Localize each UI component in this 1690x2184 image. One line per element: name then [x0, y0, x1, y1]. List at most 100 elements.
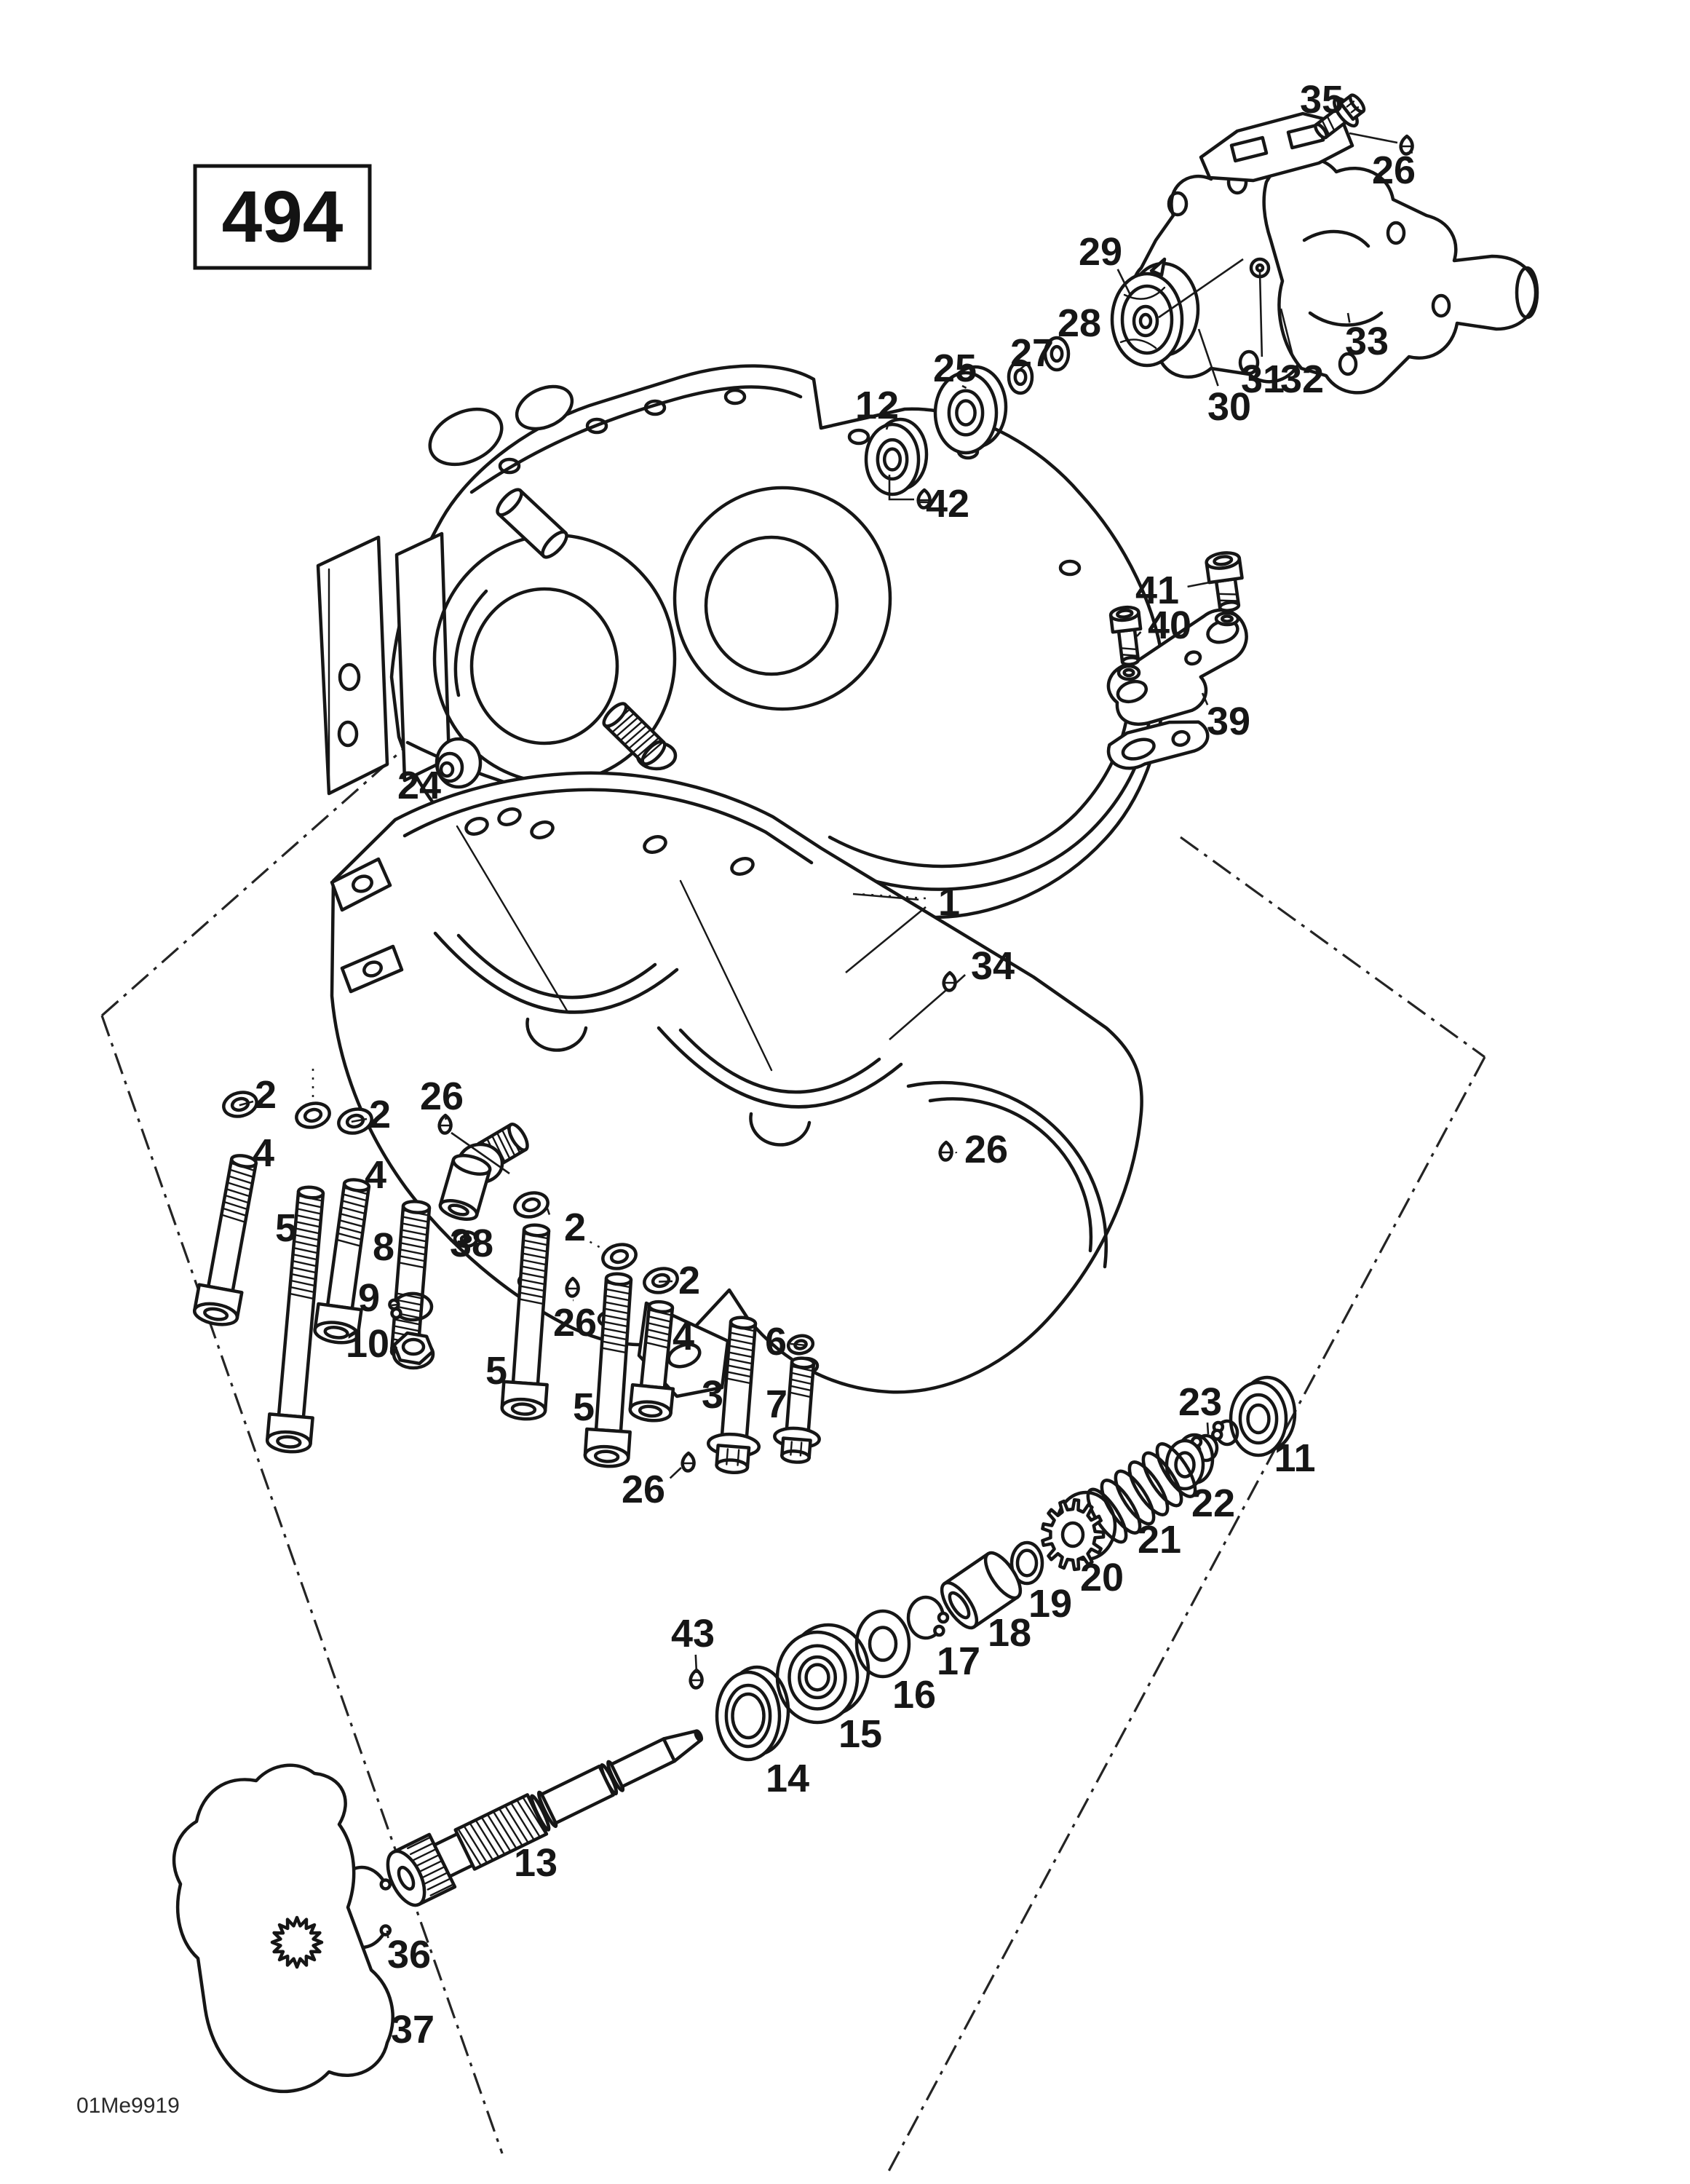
leader-line	[1258, 272, 1263, 357]
leader-line	[1116, 269, 1132, 296]
callout-7: 7	[766, 1382, 788, 1426]
callout-6: 6	[765, 1320, 787, 1364]
bolt-41	[1205, 551, 1244, 612]
callout-21: 21	[1138, 1518, 1181, 1562]
bolt-5-b	[500, 1223, 551, 1421]
callout-35: 35	[1300, 78, 1344, 122]
leader-line	[694, 1654, 698, 1674]
spacer-sleeve-18	[940, 1551, 1023, 1630]
callout-5: 5	[275, 1206, 297, 1250]
model-number: 494	[222, 176, 344, 258]
nut-10	[392, 1331, 435, 1370]
support-bracket	[1106, 608, 1248, 770]
leader-line	[444, 1117, 448, 1120]
callout-43: 43	[671, 1612, 715, 1655]
callout-4: 4	[673, 1315, 694, 1358]
callout-17: 17	[937, 1639, 980, 1683]
washer-2-f	[643, 1267, 679, 1294]
water-pump-cover	[1199, 111, 1354, 183]
washer-2-e	[601, 1243, 638, 1270]
snap-ring-23b	[1210, 1419, 1239, 1447]
callout-10: 10	[346, 1322, 389, 1366]
bolt-40	[1108, 605, 1143, 667]
callout-36: 36	[387, 1933, 431, 1977]
leader-line	[956, 974, 967, 984]
leader-line	[790, 1342, 806, 1347]
leader-line	[1187, 581, 1210, 588]
snap-ring-17	[906, 1595, 950, 1640]
bolt-5-a	[265, 1185, 325, 1454]
washer-28	[1043, 336, 1071, 372]
clip-26-top	[1399, 134, 1414, 156]
leader-line	[659, 1280, 673, 1283]
bolt-3	[706, 1315, 761, 1474]
bolt-4-c	[628, 1299, 675, 1423]
document-code: 01Me9919	[76, 2094, 180, 2118]
washer-40	[1116, 664, 1141, 681]
callout-32: 32	[1280, 357, 1324, 401]
callout-33: 33	[1345, 320, 1389, 363]
screw-42	[916, 488, 932, 510]
leader-line	[961, 384, 967, 389]
washer-16	[854, 1609, 911, 1679]
water-pump-housing	[1249, 156, 1539, 395]
callout-2: 2	[678, 1259, 700, 1302]
callout-22: 22	[1191, 1481, 1235, 1525]
leader-line	[1197, 328, 1219, 387]
callout-26: 26	[553, 1301, 597, 1345]
callout-8: 8	[373, 1225, 394, 1269]
leader-line	[669, 1467, 682, 1479]
screw-26-d	[681, 1451, 696, 1473]
bearing-15	[775, 1623, 870, 1725]
leader-line	[546, 1208, 551, 1215]
leader-line	[386, 1930, 389, 1939]
callout-4: 4	[253, 1131, 274, 1175]
screw-26-c	[565, 1276, 580, 1298]
callout-2: 2	[255, 1073, 277, 1117]
grommet-24	[435, 737, 483, 789]
callout-42: 42	[926, 482, 969, 526]
callout-4: 4	[365, 1153, 386, 1197]
callout-15: 15	[838, 1712, 882, 1756]
leader-line	[1280, 308, 1295, 358]
pin-43	[689, 1668, 704, 1690]
callout-12: 12	[855, 384, 899, 427]
callout-1: 1	[938, 880, 960, 924]
callout-37: 37	[391, 2008, 435, 2052]
bearing-12	[864, 417, 929, 496]
leader-lines	[239, 132, 1413, 1939]
callout-26: 26	[1372, 149, 1416, 192]
part-drawings	[172, 93, 1539, 2093]
callout-41: 41	[1135, 569, 1179, 612]
callout-26: 26	[420, 1075, 464, 1118]
callout-26: 26	[622, 1468, 665, 1511]
leader-line	[436, 769, 443, 772]
bearing-11	[1229, 1375, 1297, 1457]
callout-31: 31	[1241, 357, 1285, 401]
callout-13: 13	[514, 1841, 558, 1885]
elbow-fitting-38-down	[438, 1154, 492, 1221]
callout-24: 24	[397, 764, 441, 807]
lock-washer-9	[388, 1291, 434, 1322]
bolt-4-b	[313, 1178, 371, 1345]
callout-16: 16	[892, 1673, 936, 1717]
callout-26: 26	[964, 1128, 1008, 1171]
callout-30: 30	[1207, 385, 1251, 429]
leader-line	[351, 1117, 368, 1123]
oil-seal-14	[715, 1665, 790, 1762]
callout-5: 5	[573, 1385, 595, 1429]
callout-25: 25	[933, 347, 977, 390]
rotary-valve-plate	[172, 1763, 394, 2093]
leader-line	[885, 424, 889, 430]
leader-line	[1058, 337, 1063, 342]
screw-26-b	[938, 1140, 953, 1162]
leader-line	[239, 1100, 254, 1107]
oil-fitting-stub	[602, 702, 667, 766]
callout-40: 40	[1148, 604, 1191, 647]
callout-11: 11	[1274, 1436, 1315, 1480]
bearing-25	[933, 365, 1008, 455]
gear-20	[1041, 1490, 1117, 1572]
bolt-4-a	[192, 1154, 258, 1326]
callout-5: 5	[485, 1349, 507, 1393]
